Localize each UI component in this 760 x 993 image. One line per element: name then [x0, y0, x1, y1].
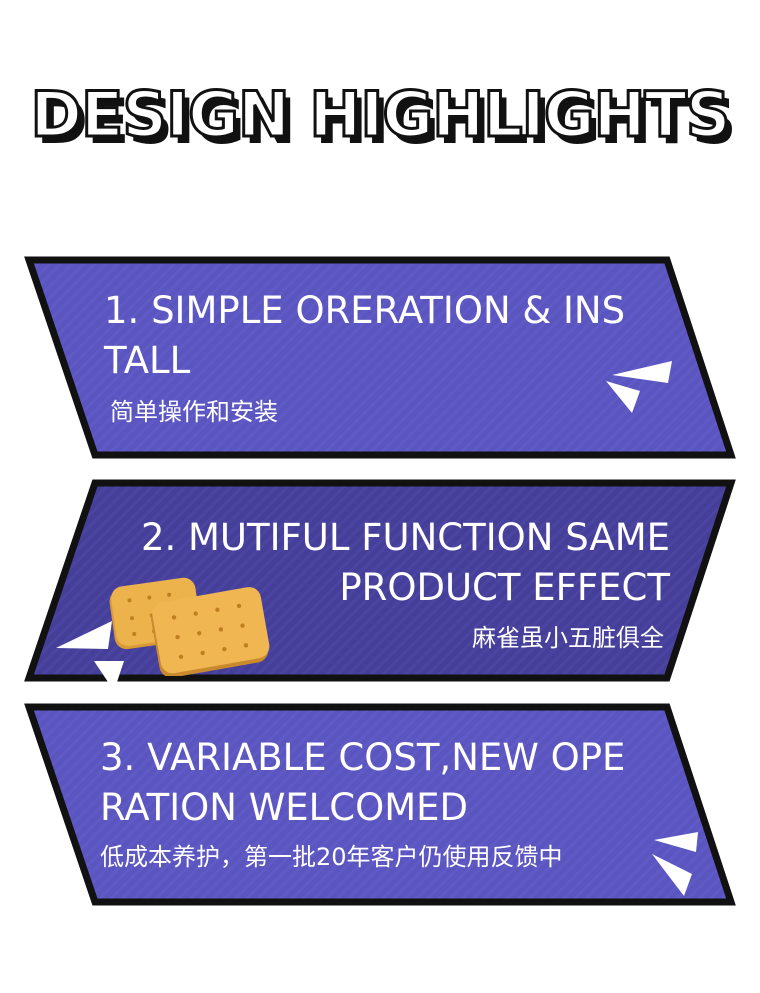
highlight-banner-2: 2. MUTIFUL FUNCTION SAME PRODUCT EFFECT … [0, 478, 760, 688]
highlight-1-subtitle: 简单操作和安装 [110, 398, 278, 426]
highlight-2-title-line2: PRODUCT EFFECT [339, 566, 670, 609]
arrow-marks-icon [652, 832, 698, 896]
highlight-3-title-line2: RATION WELCOMED [100, 786, 469, 829]
highlight-3-subtitle: 低成本养护，第一批20年客户仍使用反馈中 [100, 843, 563, 871]
highlight-3-title-line1: 3. VARIABLE COST,NEW OPE [100, 736, 626, 779]
highlight-banner-1: 1. SIMPLE ORERATION & INS TALL 简单操作和安装 [0, 255, 760, 465]
highlight-1-title-line1: 1. SIMPLE ORERATION & INS [104, 289, 626, 332]
arrow-marks-icon [56, 621, 124, 683]
arrow-marks-icon [606, 361, 672, 413]
banner-1-shape [24, 256, 736, 459]
page-title: DESIGN HIGHLIGHTS [29, 77, 732, 153]
cracker-image [109, 577, 270, 676]
highlight-banner-3: 3. VARIABLE COST,NEW OPE RATION WELCOMED… [0, 702, 760, 912]
highlight-2-title-line1: 2. MUTIFUL FUNCTION SAME [140, 516, 670, 559]
highlight-2-subtitle: 麻雀虽小五脏俱全 [472, 624, 664, 652]
highlight-1-title-line2: TALL [104, 339, 191, 382]
banner-3-shape [24, 703, 736, 906]
